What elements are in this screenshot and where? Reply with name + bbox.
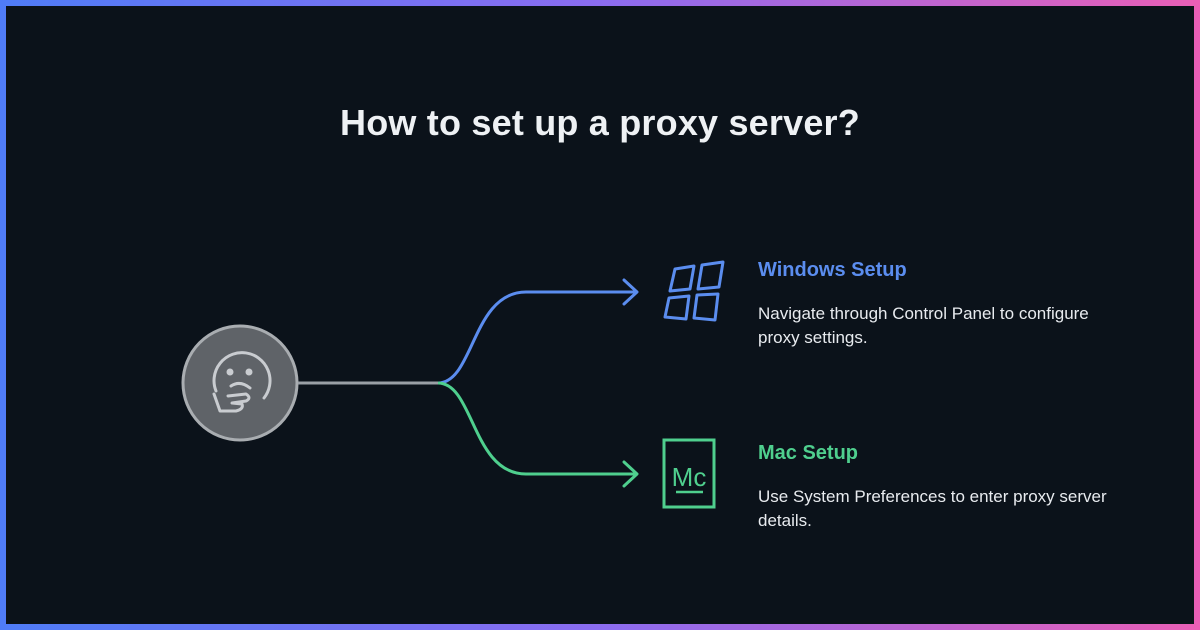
mac-setup-description: Use System Preferences to enter proxy se… [758, 487, 1107, 530]
mac-logo-text: Mc [672, 462, 707, 492]
thinking-face-icon [212, 351, 272, 413]
diagram-canvas: How to set up a proxy server? [6, 6, 1194, 624]
page-title: How to set up a proxy server? [340, 102, 860, 143]
flow-diagram: Mc [181, 260, 725, 509]
windows-logo-icon [663, 260, 725, 322]
windows-setup-label: Windows Setup [758, 259, 907, 281]
mac-branch-connector [437, 381, 636, 476]
center-hub [181, 324, 299, 442]
mac-arrowhead [622, 460, 639, 488]
mac-setup-label: Mac Setup [758, 442, 859, 464]
mac-logo-icon: Mc [662, 438, 716, 509]
windows-arrowhead [622, 278, 639, 306]
windows-branch-connector [437, 290, 636, 385]
windows-setup-description: Navigate through Control Panel to config… [758, 304, 1089, 347]
